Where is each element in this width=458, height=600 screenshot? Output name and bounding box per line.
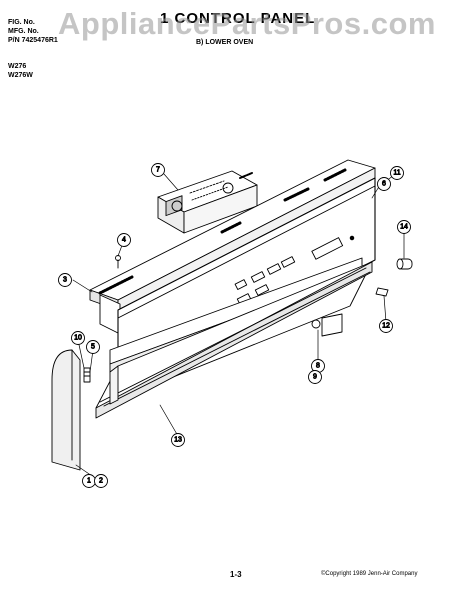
callout-2: 2	[94, 474, 108, 488]
callout-1: 1	[82, 474, 96, 488]
knob-part	[396, 258, 413, 270]
callout-label: 14	[400, 224, 408, 231]
callout-label: 7	[156, 167, 160, 174]
callout-label: 13	[174, 437, 182, 444]
mfg-number-label: MFG. No.	[8, 28, 39, 35]
callout-label: 2	[99, 478, 103, 485]
model-item: W276	[8, 63, 27, 70]
callout-label: 1	[87, 478, 91, 485]
callout-3: 3	[58, 273, 72, 287]
watermark: AppliancePartsPros.com	[58, 6, 436, 41]
callout-7: 7	[151, 163, 165, 177]
top-trim-part	[89, 159, 376, 335]
callout-12: 12	[379, 319, 393, 333]
page-subtitle: B) LOWER OVEN	[196, 39, 254, 46]
end-cap-part	[51, 349, 81, 471]
model-item: W276W	[8, 72, 33, 79]
screw-part	[115, 255, 121, 269]
callout-10: 10	[71, 331, 85, 345]
callout-label: 3	[63, 277, 67, 284]
callout-label: 4	[122, 237, 126, 244]
model-list: W276 W276W	[8, 62, 33, 80]
clip-part	[375, 287, 389, 297]
callout-label: 5	[91, 344, 95, 351]
fig-number-label: FIG. No.	[8, 19, 35, 26]
callout-5: 5	[86, 340, 100, 354]
callout-label: 11	[393, 170, 400, 177]
switch-assembly-part	[311, 313, 343, 337]
copyright-notice: ©Copyright 1989 Jenn-Air Company	[321, 571, 418, 577]
callout-6: 6	[377, 177, 391, 191]
page-title: 1 CONTROL PANEL	[160, 10, 316, 27]
callout-11: 11	[390, 166, 404, 180]
bracket-part	[83, 367, 91, 383]
callout-label: 10	[74, 335, 82, 342]
callout-4: 4	[117, 233, 131, 247]
lower-trim-part	[95, 261, 373, 419]
callout-9: 9	[308, 370, 322, 384]
callout-label: 12	[382, 323, 390, 330]
page-number: 1-3	[230, 570, 242, 579]
callout-14: 14	[397, 220, 411, 234]
callout-label: 8	[316, 363, 320, 370]
callout-label: 6	[382, 181, 386, 188]
callout-label: 9	[313, 374, 317, 381]
control-board-part	[157, 170, 258, 234]
callout-13: 13	[171, 433, 185, 447]
part-number-label: P/N 7425476R1	[8, 37, 58, 44]
